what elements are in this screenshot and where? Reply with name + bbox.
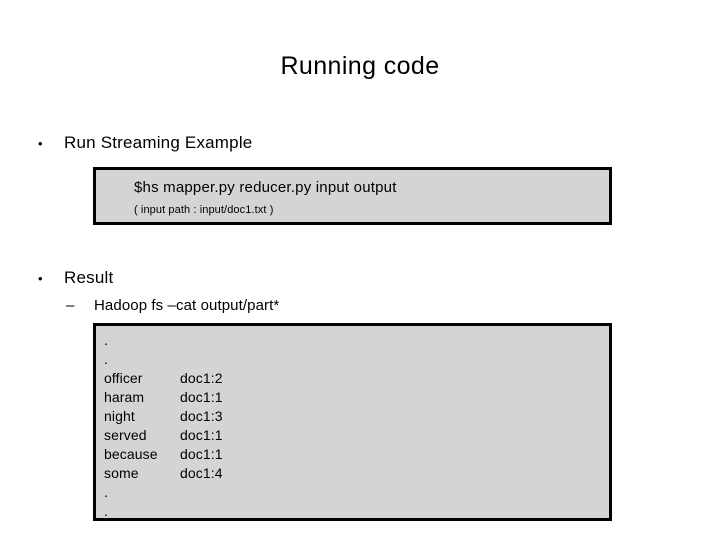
output-count: doc1:1 — [180, 427, 223, 443]
bullet-dash-icon: – — [66, 297, 75, 314]
output-word: . — [104, 484, 108, 500]
output-row: . — [104, 350, 604, 369]
output-row: some doc1:4 — [104, 464, 604, 483]
bullet-label: Result — [64, 268, 114, 287]
output-count: doc1:4 — [180, 465, 223, 481]
output-row: . — [104, 502, 604, 521]
output-row: . — [104, 483, 604, 502]
output-row: because doc1:1 — [104, 445, 604, 464]
output-word: . — [104, 351, 108, 367]
output-word: . — [104, 332, 108, 348]
output-row: officer doc1:2 — [104, 369, 604, 388]
output-count: doc1:1 — [180, 389, 223, 405]
output-word: some — [104, 465, 139, 481]
bullet-dot-icon: • — [38, 271, 43, 286]
command-note-text: ( input path : input/doc1.txt ) — [134, 204, 274, 216]
output-word: night — [104, 408, 135, 424]
command-box: $hs mapper.py reducer.py input output ( … — [93, 167, 612, 225]
output-row: . — [104, 331, 604, 350]
bullet-run-streaming-example: • Run Streaming Example — [38, 133, 252, 153]
output-count: doc1:1 — [180, 446, 223, 462]
output-word: haram — [104, 389, 145, 405]
output-word: . — [104, 503, 108, 519]
output-count: doc1:2 — [180, 370, 223, 386]
output-count: doc1:3 — [180, 408, 223, 424]
output-word: served — [104, 427, 147, 443]
output-row: haram doc1:1 — [104, 388, 604, 407]
command-text: $hs mapper.py reducer.py input output — [134, 179, 397, 196]
output-word: because — [104, 446, 158, 462]
sub-bullet-hadoop-cat: – Hadoop fs –cat output/part* — [66, 297, 279, 314]
output-box: .. officer doc1:2 haram doc1:1 night doc1:3 ser… — [93, 323, 612, 521]
bullet-label: Run Streaming Example — [64, 133, 253, 152]
output-row: served doc1:1 — [104, 426, 604, 445]
output-word: officer — [104, 370, 143, 386]
bullet-result: • Result — [38, 268, 113, 288]
output-row-list: .. officer doc1:2 haram doc1:1 night doc1:3 ser… — [104, 331, 604, 521]
bullet-dot-icon: • — [38, 136, 43, 151]
page-title: Running code — [280, 52, 440, 80]
sub-bullet-label: Hadoop fs –cat output/part* — [94, 297, 280, 314]
output-row: night doc1:3 — [104, 407, 604, 426]
